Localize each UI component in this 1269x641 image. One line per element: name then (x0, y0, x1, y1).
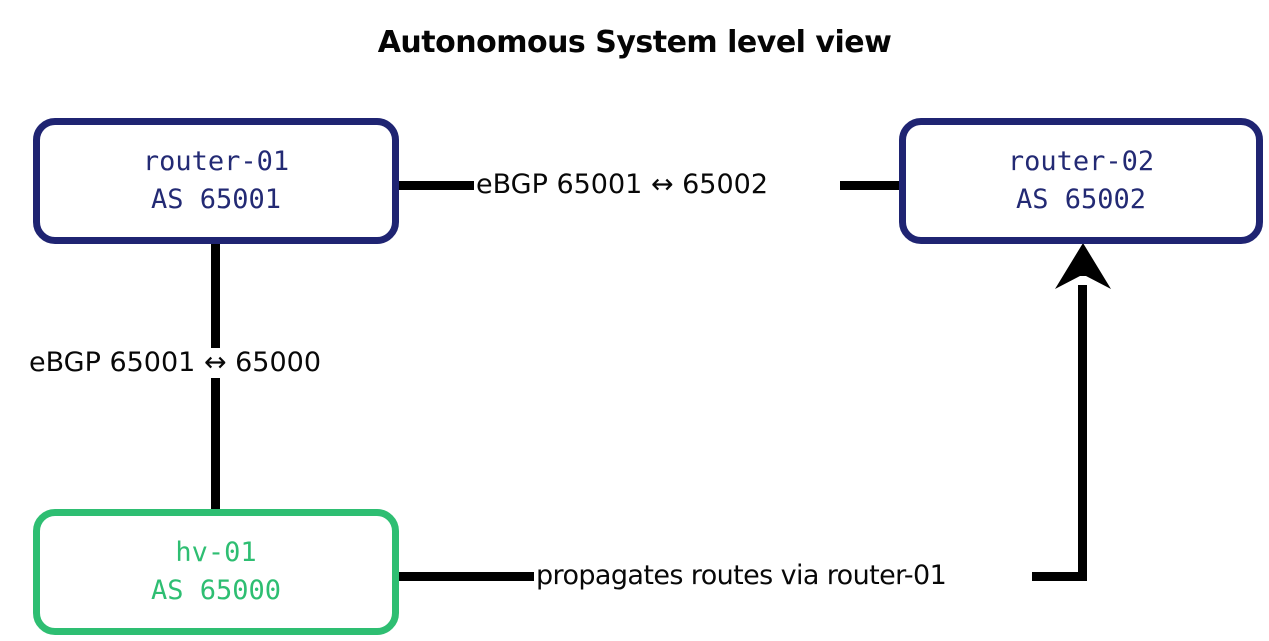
edge-router01-router02-segment-left (398, 181, 478, 190)
node-router-01-asn: AS 65001 (150, 184, 282, 215)
node-router-01-name: router-01 (142, 146, 290, 177)
node-hv-01-name: hv-01 (175, 537, 257, 568)
edge-hv01-router02-segment-left (398, 572, 536, 581)
node-router-02-name: router-02 (1007, 146, 1155, 177)
arrowhead-icon (1055, 243, 1111, 289)
edge-router01-router02-segment-right (840, 181, 902, 190)
edge-hv01-router02-vertical (1078, 285, 1087, 581)
node-hv-01-asn: AS 65000 (150, 575, 282, 606)
edge-label-hv01-router02: propagates routes via router-01 (534, 560, 949, 591)
node-router-01[interactable]: router-01 AS 65001 (33, 118, 399, 244)
page-title: Autonomous System level view (377, 25, 892, 60)
edge-label-router01-hv01: eBGP 65001 ↔ 65000 (27, 347, 324, 378)
edge-router01-hv01-vertical (211, 244, 220, 512)
node-router-02-asn: AS 65002 (1015, 184, 1147, 215)
node-hv-01[interactable]: hv-01 AS 65000 (33, 509, 399, 635)
node-router-02[interactable]: router-02 AS 65002 (899, 118, 1263, 244)
edge-hv01-router02-segment-right (1032, 572, 1087, 581)
edge-label-router01-router02: eBGP 65001 ↔ 65002 (474, 169, 771, 200)
